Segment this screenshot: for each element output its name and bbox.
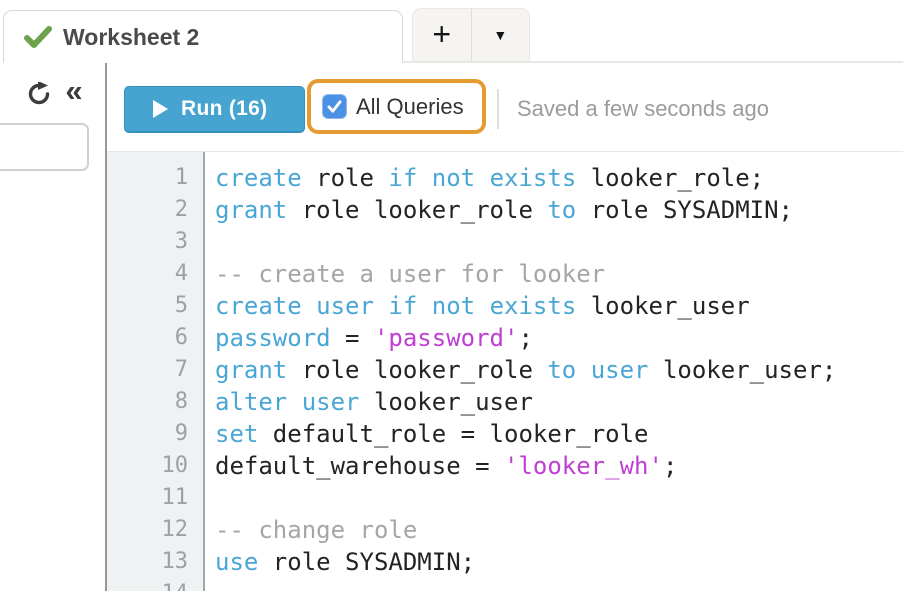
code-token: password <box>215 324 331 352</box>
code-token: role <box>301 164 389 192</box>
run-button-label: Run (16) <box>181 97 268 120</box>
play-icon <box>153 100 168 118</box>
code-line[interactable]: default_warehouse = 'looker_wh'; <box>215 450 903 482</box>
annotation-highlight-box: All Queries <box>307 79 486 134</box>
code-line[interactable]: password = 'password'; <box>215 322 903 354</box>
new-worksheet-button[interactable]: + <box>413 9 471 61</box>
code-token: if <box>388 292 418 320</box>
line-number: 1 <box>174 165 188 190</box>
run-button[interactable]: Run (16) <box>124 86 305 133</box>
tabbar-divider <box>403 61 903 63</box>
code-line[interactable] <box>215 226 903 258</box>
status-divider <box>497 89 499 129</box>
line-number: 5 <box>174 293 188 318</box>
code-token: role SYSADMIN; <box>576 196 793 224</box>
code-token: set <box>215 420 259 448</box>
collapse-panel-icon[interactable]: « <box>65 73 83 108</box>
green-check-icon <box>24 26 52 48</box>
line-number: 10 <box>161 453 189 478</box>
line-number: 4 <box>174 261 188 286</box>
code-token <box>475 292 489 320</box>
code-token: create <box>215 292 302 320</box>
refresh-icon[interactable] <box>27 81 51 106</box>
line-number: 6 <box>174 325 188 350</box>
code-token <box>475 164 489 192</box>
tab-label: Worksheet 2 <box>63 23 200 50</box>
code-line[interactable] <box>215 482 903 514</box>
code-token: -- change role <box>215 516 418 544</box>
code-token: default_warehouse = <box>215 452 504 480</box>
code-token: exists <box>489 164 577 192</box>
code-token: grant <box>215 196 288 224</box>
code-token: -- create a user for looker <box>215 260 606 288</box>
code-token: user <box>316 292 374 320</box>
all-queries-label: All Queries <box>356 93 464 119</box>
code-line[interactable]: set default_role = looker_role <box>215 418 903 450</box>
line-number: 11 <box>161 485 189 510</box>
code-token <box>576 356 590 384</box>
line-number: 8 <box>174 389 188 414</box>
code-token <box>302 292 316 320</box>
code-line[interactable] <box>215 578 903 591</box>
code-token: ; <box>518 324 533 352</box>
code-line[interactable]: create user if not exists looker_user <box>215 290 903 322</box>
line-number: 2 <box>174 197 188 222</box>
code-token: default_role = looker_role <box>258 420 649 448</box>
code-token: looker_role; <box>576 164 765 192</box>
code-token: if <box>388 164 418 192</box>
sidebar-search-box-fragment[interactable] <box>0 123 89 171</box>
code-token <box>374 292 388 320</box>
code-token: role looker_role <box>287 356 548 384</box>
code-token: looker_user <box>359 388 533 416</box>
tab-worksheet-2[interactable]: Worksheet 2 <box>3 10 403 63</box>
code-token: role SYSADMIN; <box>258 548 476 576</box>
line-number: 7 <box>174 357 188 382</box>
code-line[interactable]: -- create a user for looker <box>215 258 903 290</box>
line-number: 14 <box>107 578 203 591</box>
all-queries-checkbox[interactable] <box>322 94 347 119</box>
code-token: = <box>330 324 374 352</box>
code-token: grant <box>215 356 288 384</box>
tab-controls: + ▼ <box>412 8 530 62</box>
line-number: 13 <box>161 549 189 574</box>
code-token: not <box>431 164 476 192</box>
code-token <box>417 164 431 192</box>
saved-status-text: Saved a few seconds ago <box>517 96 769 121</box>
code-line[interactable]: grant role looker_role to user looker_us… <box>215 354 903 386</box>
code-token <box>287 388 301 416</box>
code-line[interactable]: -- change role <box>215 514 903 546</box>
code-token: looker_user <box>576 292 750 320</box>
caret-down-icon: ▼ <box>493 27 508 43</box>
checkmark-icon <box>327 100 342 113</box>
code-token: ; <box>662 452 678 480</box>
code-token: user <box>301 388 360 416</box>
code-line[interactable]: alter user looker_user <box>215 386 903 418</box>
code-line[interactable]: use role SYSADMIN; <box>215 546 903 578</box>
code-token: not <box>431 292 476 320</box>
line-number: 9 <box>174 421 188 446</box>
worksheet-menu-button[interactable]: ▼ <box>470 9 530 61</box>
code-token <box>417 292 431 320</box>
code-token: 'looker_wh' <box>503 452 663 480</box>
code-token: role looker_role <box>287 196 548 224</box>
plus-icon: + <box>432 16 452 52</box>
line-number: 3 <box>174 229 188 254</box>
line-number: 12 <box>161 517 189 542</box>
editor-gutter: 1234567891011121314 <box>107 152 205 591</box>
panel-divider <box>105 62 107 591</box>
editor-top-divider <box>107 151 903 152</box>
code-token: 'password' <box>373 324 519 352</box>
code-line[interactable]: create role if not exists looker_role; <box>215 162 903 194</box>
code-token: to <box>547 196 577 224</box>
code-token: alter <box>215 388 288 416</box>
code-token: create <box>215 164 302 192</box>
code-line[interactable]: grant role looker_role to role SYSADMIN; <box>215 194 903 226</box>
code-token: to <box>547 356 577 384</box>
code-token: looker_user; <box>648 356 837 384</box>
code-token: exists <box>489 292 577 320</box>
code-token: user <box>590 356 649 384</box>
sql-editor[interactable]: create role if not exists looker_role;gr… <box>207 152 903 591</box>
code-token: use <box>215 548 259 576</box>
